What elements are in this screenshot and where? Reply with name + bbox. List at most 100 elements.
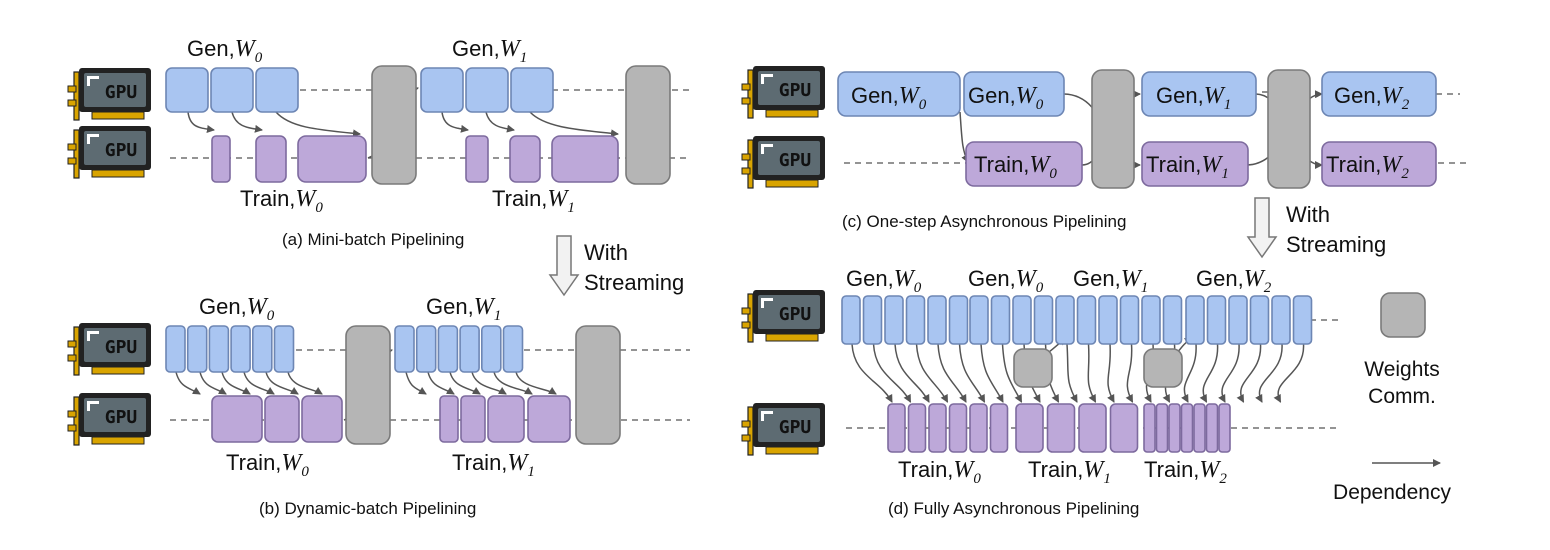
training-block [1143, 403, 1156, 453]
training-block [487, 395, 525, 443]
streaming-arrow-1-line1: With [584, 240, 628, 265]
generation-block [1119, 295, 1140, 345]
generation-block [1321, 71, 1437, 117]
dependency-arrow [1107, 343, 1115, 403]
training-block [211, 395, 263, 443]
generation-block [459, 325, 480, 373]
generation-block [1271, 295, 1291, 345]
dependency-arrow [1199, 343, 1219, 403]
training-block [527, 395, 571, 443]
legend-dependency-label: Dependency [1333, 481, 1451, 504]
dependency-arrow [515, 371, 557, 395]
caption-a: (a) Mini-batch Pipelining [282, 230, 464, 249]
generation-block [927, 295, 947, 345]
task-label: Train,W0 [974, 152, 1057, 182]
gpu-label: GPU [779, 417, 812, 438]
training-block [989, 403, 1009, 453]
dependency-arrow [1125, 343, 1134, 403]
streaming-arrow-2-line2: Streaming [1286, 232, 1386, 257]
dependency-arrow [265, 371, 299, 395]
generation-block [990, 295, 1011, 345]
dependency-arrow [980, 343, 1004, 403]
generation-block [510, 67, 554, 113]
dependency-arrow [937, 343, 967, 403]
dependency-arrow [471, 371, 507, 395]
weights-comm-block [345, 325, 391, 445]
gpu-icon: GPU [67, 322, 152, 376]
training-block [1141, 141, 1249, 187]
dependency-arrow [1218, 343, 1240, 403]
generation-block [415, 325, 437, 373]
task-label: Train,W2 [1144, 457, 1227, 487]
dependency-arrow [485, 111, 515, 133]
weights-comm-block [1267, 69, 1311, 189]
streaming-arrow-2-line1: With [1286, 202, 1330, 227]
task-label: Gen,W0 [199, 294, 275, 324]
weights-comm-block [371, 65, 417, 185]
dependency-arrow [1181, 343, 1197, 403]
weights-comm-block [625, 65, 671, 185]
gpu-icon: GPU [67, 67, 152, 121]
training-block [1046, 403, 1076, 453]
task-label: Gen,W0 [187, 36, 263, 66]
training-block [1109, 403, 1139, 453]
legend-weights-comm-line2: Comm. [1368, 385, 1436, 408]
dependency-arrow [231, 111, 263, 133]
generation-block [165, 67, 209, 113]
task-label: Train,W1 [1146, 152, 1229, 182]
gpu-label: GPU [779, 80, 812, 101]
generation-block [862, 295, 883, 345]
generation-block [1076, 295, 1097, 345]
weights-comm-block [1091, 69, 1135, 189]
generation-block [963, 71, 1065, 117]
task-label: Train,W0 [240, 186, 323, 216]
task-label: Gen,W1 [426, 294, 501, 324]
gpu-label: GPU [105, 82, 138, 103]
dependency-arrow [449, 371, 481, 395]
task-label: Gen,W0 [968, 83, 1044, 113]
dependency-arrow [1087, 343, 1097, 403]
training-block [255, 135, 287, 183]
generation-block [1206, 295, 1227, 345]
training-block [1155, 403, 1169, 453]
generation-block [165, 325, 186, 373]
training-block [1180, 403, 1194, 453]
generation-block [1292, 295, 1313, 345]
task-label: Gen,W0 [851, 83, 927, 113]
streaming-arrow-2: With Streaming [1246, 197, 1386, 259]
legend-weights-comm-line1: Weights [1364, 358, 1439, 381]
generation-block [230, 325, 251, 373]
task-blocks [165, 65, 1437, 453]
training-block [1078, 403, 1107, 453]
streaming-arrow-1-line2: Streaming [584, 270, 684, 295]
training-block [948, 403, 968, 453]
generation-block [1033, 295, 1054, 345]
task-label: Gen,W1 [1156, 83, 1231, 113]
generation-block [502, 325, 524, 373]
gpu-label: GPU [105, 140, 138, 161]
task-label: Train,W1 [492, 186, 575, 216]
generation-block [252, 325, 273, 373]
dependency-arrow [441, 111, 469, 133]
gpu-icon: GPU [67, 392, 152, 446]
dependency-arrow [493, 371, 533, 395]
training-block [1193, 403, 1206, 453]
task-label: Gen,W1 [452, 36, 527, 66]
dependency-arrow [958, 343, 986, 403]
dependency-arrow [872, 343, 912, 403]
dependency-arrow [894, 343, 930, 403]
dependency-arrow [1236, 343, 1262, 403]
dependency-arrow [275, 111, 361, 138]
training-block [1205, 403, 1219, 453]
task-label: Train,W1 [1028, 457, 1111, 487]
dependency-arrow [243, 371, 275, 395]
generation-block [1098, 295, 1118, 345]
training-block [465, 135, 489, 183]
weights-comm-block [1013, 348, 1053, 388]
training-block [264, 395, 300, 443]
gpu-label: GPU [779, 150, 812, 171]
gpu-icon: GPU [741, 65, 826, 119]
weights-comm-block [575, 325, 621, 445]
